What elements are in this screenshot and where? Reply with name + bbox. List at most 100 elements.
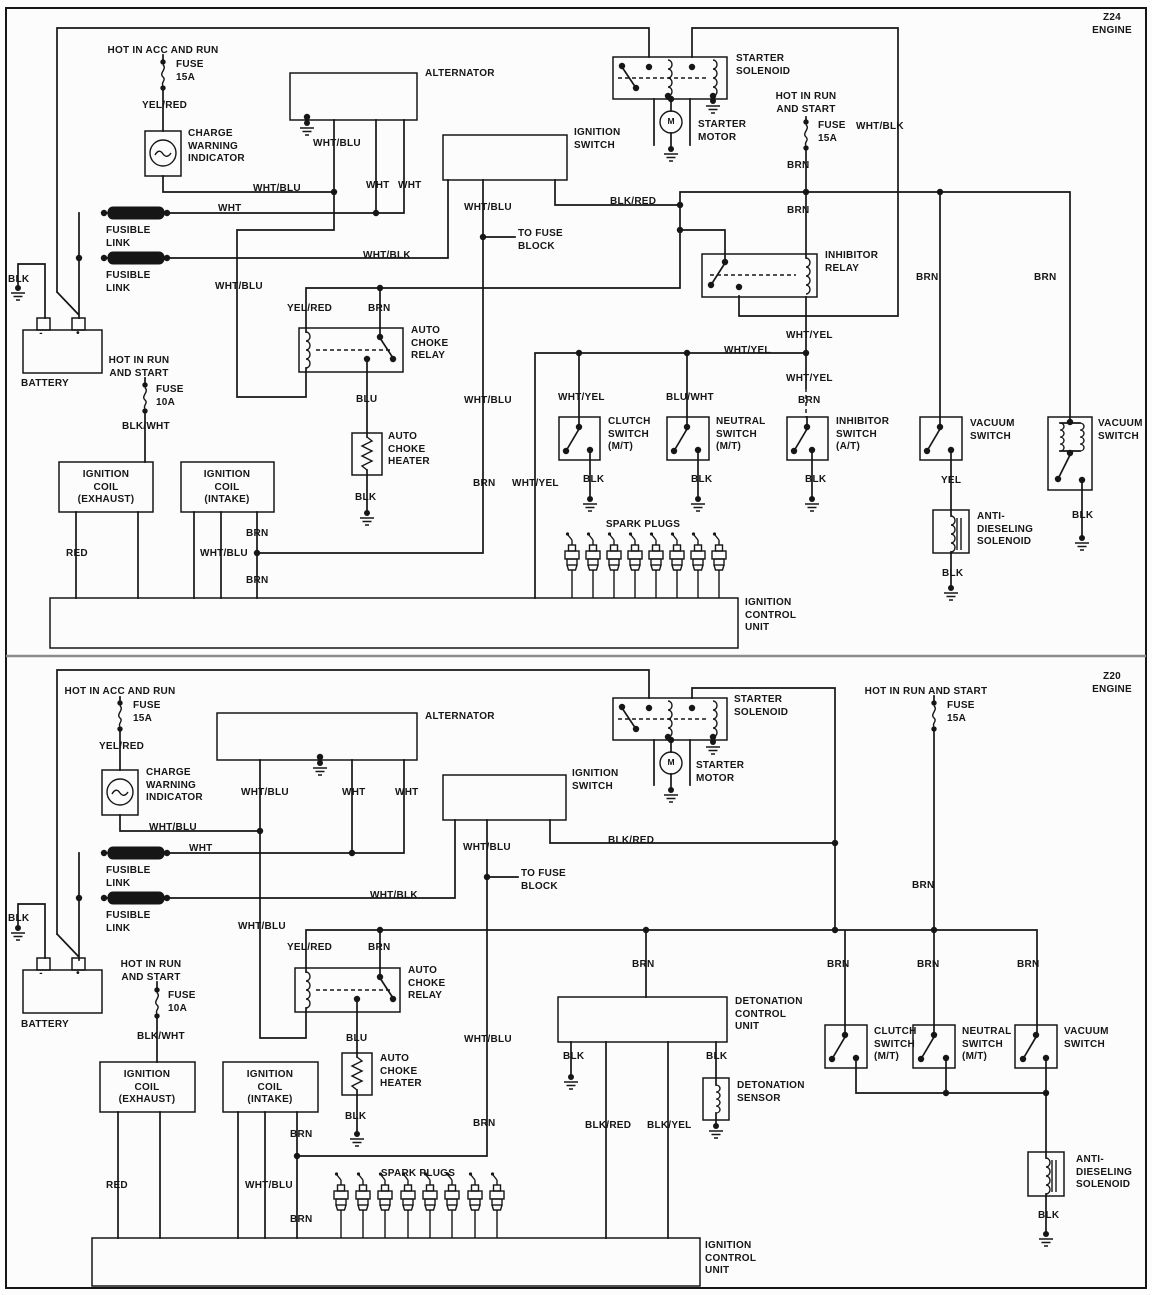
label-wht-7: WHT <box>366 180 390 191</box>
label-yel-red-107: YEL/RED <box>287 942 333 953</box>
auto-choke-heater-box-z20 <box>341 1052 373 1096</box>
battery-box-z20 <box>22 969 103 1014</box>
label-ignition-coil-intake-21: IGNITION COIL (INTAKE) <box>203 469 251 505</box>
label-neutral-switch-126: NEUTRAL SWITCH (M/T) <box>962 1026 1012 1062</box>
ignition-switch-box-z20 <box>442 774 567 821</box>
label-blk-118: BLK <box>706 1051 728 1062</box>
label-hot-run-2l-32: HOT IN RUN AND START <box>775 91 837 115</box>
label-brn-106: BRN <box>912 880 935 891</box>
label-vacuum-switch-56: VACUUM SWITCH <box>1098 418 1143 442</box>
vacuum-switch-box-z20 <box>1014 1024 1058 1069</box>
label-battery-88: BATTERY <box>21 1019 69 1030</box>
label-blk-59: BLK <box>942 568 964 579</box>
starter-motor-circle-z24 <box>659 110 683 134</box>
label-yel-57: YEL <box>941 475 962 486</box>
clutch-switch-box-z24 <box>558 416 601 461</box>
label-pos-70: • <box>76 328 80 339</box>
label-hot-acc-1: HOT IN ACC AND RUN <box>107 45 219 56</box>
heater-resistor-z20 <box>350 1056 364 1091</box>
label-starter-motor-103: STARTER MOTOR <box>696 760 745 784</box>
label-brn-25: BRN <box>246 575 269 586</box>
label-to-fuse-block-28: TO FUSE BLOCK <box>518 228 563 252</box>
label-blk-60: BLK <box>1072 510 1094 521</box>
neutral-switch-box-z24 <box>666 416 710 461</box>
label-alternator-5: ALTERNATOR <box>425 68 495 79</box>
battery-terminal-pos-z24 <box>71 317 86 331</box>
label-wht-yel-39: WHT/YEL <box>724 345 771 356</box>
fusible-link2-z20 <box>107 891 165 905</box>
heater-resistor-z24 <box>360 436 374 471</box>
label-blk-wht-19: BLK/WHT <box>122 421 170 432</box>
ignition-coil-exhaust-box-z20 <box>99 1061 196 1113</box>
label-blu-wht-43: BLU/WHT <box>666 392 714 403</box>
label-hot-run-2l-17: HOT IN RUN AND START <box>108 355 170 379</box>
label-wht-79: WHT <box>342 787 366 798</box>
label-wht-yel-42: WHT/YEL <box>558 392 605 403</box>
label-brn-53: BRN <box>916 272 939 283</box>
label-ignition-coil-intake-93: IGNITION COIL (INTAKE) <box>246 1069 294 1105</box>
fusible-link1-z24 <box>107 206 165 220</box>
label-ignition-switch-26: IGNITION SWITCH <box>574 127 621 151</box>
label-yel-red-75: YEL/RED <box>99 741 145 752</box>
fusible-link2-z24 <box>107 251 165 265</box>
label-blk-51: BLK <box>691 474 713 485</box>
label-hot-acc-73: HOT IN ACC AND RUN <box>64 686 176 697</box>
wiring-z24 <box>17 27 1083 599</box>
label-brn-114: BRN <box>473 1118 496 1129</box>
label-brn-124: BRN <box>1017 959 1040 970</box>
label-wht-blu-78: WHT/BLU <box>241 787 289 798</box>
label-fuse15-74: FUSE 15A <box>133 700 161 724</box>
ignition-switch-box-z24 <box>442 134 568 181</box>
starter-motor-circle-z20 <box>659 751 683 775</box>
detonation-control-unit-box-z20 <box>557 996 728 1043</box>
spark-plug-symbols-z24 <box>564 531 727 599</box>
label-to-fuse-block-100: TO FUSE BLOCK <box>521 868 566 892</box>
label-detonation-control-unit-116: DETONATION CONTROL UNIT <box>735 996 803 1032</box>
label-starter-motor-31: STARTER MOTOR <box>698 119 747 143</box>
label-blk-129: BLK <box>1038 1210 1060 1221</box>
alternator-box-z20 <box>216 712 418 761</box>
component-boxes-z24 <box>22 56 1093 649</box>
label-wht-blu-23: WHT/BLU <box>200 548 248 559</box>
battery-terminal-neg-z24 <box>36 317 51 331</box>
label-wht-blu-95: WHT/BLU <box>245 1180 293 1191</box>
junction-dots <box>75 62 1086 1160</box>
label-blk-87: BLK <box>8 913 30 924</box>
label-blk-yel-120: BLK/YEL <box>647 1120 692 1131</box>
spark-plug-symbols-z20 <box>333 1171 505 1239</box>
label-brn-122: BRN <box>827 959 850 970</box>
label-red-22: RED <box>66 548 88 559</box>
charge-warning-indicator-box-z20 <box>101 769 139 816</box>
switch-arms-z24 <box>378 65 1072 481</box>
label-wht-blu-86: WHT/BLU <box>238 921 286 932</box>
label-battery-16: BATTERY <box>21 378 69 389</box>
label-wht-blu-113: WHT/BLU <box>464 1034 512 1045</box>
ignition-coil-intake-box-z24 <box>180 461 275 513</box>
label-wht-blk-85: WHT/BLK <box>370 890 418 901</box>
switch-arms-z20 <box>378 706 1038 1061</box>
ignition-coil-exhaust-box-z24 <box>58 461 154 513</box>
label-wht-blu-9: WHT/BLU <box>253 183 301 194</box>
label-clutch-switch-125: CLUTCH SWITCH (M/T) <box>874 1026 917 1062</box>
label-ignition-coil-exhaust-20: IGNITION COIL (EXHAUST) <box>77 469 135 505</box>
label-brn-96: BRN <box>290 1129 313 1140</box>
label-blk-112: BLK <box>345 1111 367 1122</box>
label-blk-50: BLK <box>583 474 605 485</box>
label-blk-52: BLK <box>805 474 827 485</box>
label-inhibitor-relay-37: INHIBITOR RELAY <box>825 250 879 274</box>
charge-warning-indicator-box-z24 <box>144 130 182 177</box>
label-yel-red-3: YEL/RED <box>142 100 188 111</box>
label-ignition-control-unit-68: IGNITION CONTROL UNIT <box>745 597 797 633</box>
anti-dieseling-solenoid-box-z20 <box>1027 1151 1065 1197</box>
auto-choke-heater-box-z24 <box>351 432 383 476</box>
neutral-switch-box-z20 <box>912 1024 956 1069</box>
label-fuse10-18: FUSE 10A <box>156 384 184 408</box>
charge-lamp-filament-z20 <box>111 789 129 796</box>
wiring-z24-dashed <box>316 77 807 417</box>
inhibitor-relay-box-z24 <box>701 253 818 298</box>
label-ignition-control-unit-131: IGNITION CONTROL UNIT <box>705 1240 757 1276</box>
label-wht-10: WHT <box>218 203 242 214</box>
ignition-coil-intake-box-z20 <box>222 1061 319 1113</box>
label-auto-choke-relay-63: AUTO CHOKE RELAY <box>411 325 449 361</box>
